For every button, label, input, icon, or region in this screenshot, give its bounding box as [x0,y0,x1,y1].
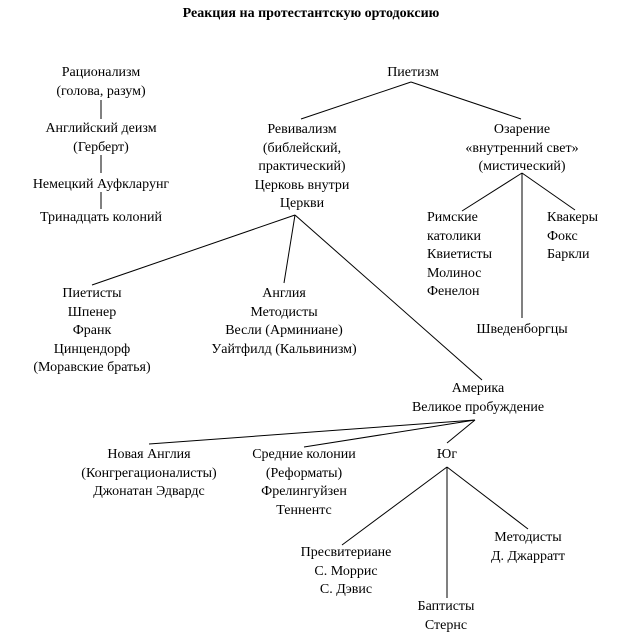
node-text: Пиетисты [62,286,122,301]
node-text: Квиетисты [427,247,493,262]
node-text: Рационализм [61,65,141,80]
node-text: С. Моррис [314,563,378,579]
node-text: Тринадцать колоний [39,210,163,225]
edge-america-new-england [148,419,476,445]
node-text: католики [427,228,481,244]
node-text: Фрелингуйзен [261,484,347,499]
node-text: Великое пробуждение [411,399,545,415]
node-england: Англия Методисты Весли (Арминиане) Уайтф… [211,285,356,359]
edge-pietism-revivalism [300,81,412,120]
node-text: Шпенер [67,304,117,320]
node-text: Пиетизм [387,65,439,80]
node-text: Методисты [250,304,318,320]
node-text: (Реформаты) [265,465,343,481]
node-text: Церковь внутри [254,177,350,193]
node-text: С. Дэвис [319,582,373,597]
node-aufklarung: Немецкий Ауфкларунг [33,176,169,195]
node-swedenborgians: Шведенборгцы [476,321,567,340]
node-text: (Конгрегационалисты) [81,465,217,481]
node-text: Шведенборгцы [476,322,568,337]
node-text: Немецкий Ауфкларунг [32,177,170,192]
edge-revivalism-england [283,214,296,284]
node-text: Джонатан Эдвардс [93,484,205,499]
node-presbyterians: Пресвитериане С. Моррис С. Дэвис [301,544,392,600]
node-pietism: Пиетизм [387,64,439,83]
node-text: (мистический) [478,159,566,174]
node-text: Английский деизм [45,121,157,136]
node-revivalism: Ревивализм (библейский, практический) Це… [255,121,350,214]
node-text: Теннентс [276,502,332,518]
diagram-title: Реакция на протестантскую ортодоксию [182,6,440,21]
edge-america-south [446,419,476,444]
node-colonies: Тринадцать колоний [40,209,162,228]
edge-south-methodists [446,466,529,530]
node-pietists: Пиетисты Шпенер Франк Цинцендорф (Моравс… [33,285,150,378]
node-america: Америка Великое пробуждение [412,380,544,417]
node-text: Баптисты [417,599,475,614]
node-text: Средние колонии [252,447,356,462]
node-text: Новая Англия [107,447,191,462]
node-text: Уайтфилд (Кальвинизм) [211,341,357,357]
node-text: Фокс [547,228,578,244]
node-quakers: Квакеры Фокс Баркли [547,209,598,265]
node-text: Франк [72,323,112,338]
node-text: Фенелон [427,284,480,299]
node-rationalism: Рационализм (голова, разум) [56,64,145,101]
node-text: Римские [427,210,478,225]
edge-america-middle-colonies [303,419,476,448]
edge-illumination-quakers [521,172,576,211]
edge-revivalism-america [294,214,483,381]
node-new-england: Новая Англия (Конгрегационалисты) Джонат… [81,446,216,502]
edge-illumination-catholics [461,172,523,212]
node-text: Озарение [493,122,551,137]
node-middle-colonies: Средние колонии (Реформаты) Фрелингуйзен… [252,446,356,520]
node-text: практический) [258,159,346,174]
node-illumination: Озарение «внутренний свет» (мистический) [465,121,578,177]
node-text: Пресвитериане [300,545,392,560]
node-text: Стернс [424,617,468,633]
node-text: Молинос [427,265,482,281]
node-methodists: Методисты Д. Джарратт [491,529,565,566]
edge-revivalism-pietists [91,214,296,286]
node-text: Методисты [494,530,562,545]
node-text: Юг [436,447,458,462]
node-text: (Герберт) [73,139,129,155]
node-south: Юг [437,446,457,465]
node-text: Квакеры [547,210,599,225]
node-text: Цинцендорф [53,341,131,357]
node-text: Весли (Арминиане) [225,323,343,338]
node-text: «внутренний свет» [465,140,579,156]
node-text: (Моравские братья) [33,360,151,375]
node-text: Церкви [279,196,325,211]
edge-south-presbyterians [341,466,448,546]
node-text: Ревивализм [267,122,337,137]
edge-pietism-illumination [410,81,522,120]
node-text: Америка [451,381,505,396]
node-text: (голова, разум) [56,83,146,99]
node-text: Англия [262,286,306,301]
node-baptists: Баптисты Стернс [418,598,475,635]
node-deism: Английский деизм (Герберт) [45,120,156,157]
node-catholics: Римские католики Квиетисты Молинос Фенел… [427,209,492,302]
node-text: (библейский, [262,140,342,156]
node-text: Д. Джарратт [490,548,566,564]
node-text: Баркли [547,247,590,262]
